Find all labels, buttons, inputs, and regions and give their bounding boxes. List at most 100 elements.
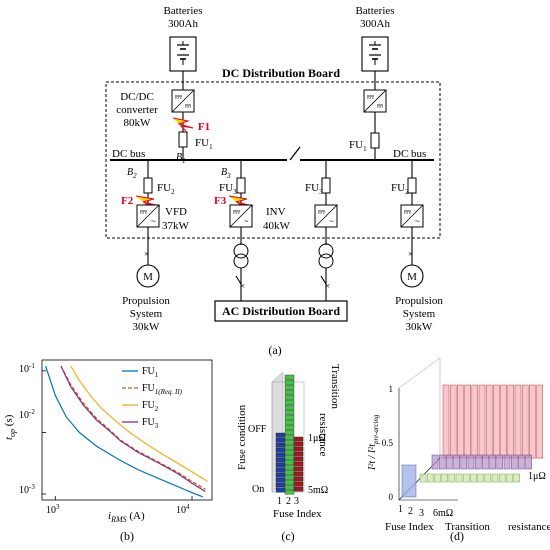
panel-d-bar-back — [529, 384, 536, 459]
vfd-right-box: ~ — [400, 204, 424, 228]
panel-c-res-bottom: 5mΩ — [308, 485, 328, 496]
panel-c-res-top: 1μΩ — [308, 433, 326, 444]
panel-d-bar-back — [507, 384, 515, 459]
chart-b-ytick-1: 10-2 — [19, 408, 35, 421]
panel-c-green-cell — [284, 384, 295, 390]
panel-c-green-cell — [284, 469, 295, 475]
fu1-left-label: FU1 — [195, 137, 213, 151]
caption-c: (c) — [281, 529, 294, 543]
prop-right-line1: Propulsion — [395, 295, 443, 307]
panel-d-bar-front — [426, 473, 434, 483]
prop-right-line3: 30kW — [406, 321, 434, 333]
motor-right-label: M — [407, 271, 417, 283]
panel-d-bar-front — [477, 473, 484, 483]
svg-text:~: ~ — [415, 217, 420, 226]
svg-text:~: ~ — [329, 217, 334, 226]
panel-c-blue-cell — [275, 432, 286, 438]
panel-d-bar-blue — [401, 464, 417, 498]
panel-c-blue-cell — [275, 462, 286, 468]
panel-d-bar-front — [434, 473, 441, 483]
panel-c-red-cell — [293, 456, 304, 462]
fu3-left-label: FU3 — [219, 182, 237, 196]
vfd-power: 37kW — [162, 220, 190, 232]
inv-box: ~ — [229, 204, 253, 228]
panel-c-red-cell — [293, 481, 304, 487]
panel-c-column-3 — [293, 436, 304, 492]
panel-c-green-cell — [284, 439, 295, 445]
chart-b-xlabel: iRMS (A) — [108, 510, 145, 524]
chart-b-series-line-1 — [45, 365, 204, 498]
panel-d-bar-front — [491, 473, 499, 483]
panel-b-chart: 10-1 10-2 10-3 103 104 top (s) iRMS (A) … — [3, 359, 213, 543]
panel-c-green-cell — [284, 444, 295, 450]
ac-board-title: AC Distribution Board — [222, 304, 340, 318]
ac-board-box — [214, 300, 348, 322]
b1-label: B1 — [176, 152, 186, 165]
panel-d-bar-front — [470, 473, 477, 483]
panel-a: Batteries 300Ah Batteries 300Ah DC Dist — [105, 5, 443, 357]
panel-d-ytick-0: 0 — [389, 492, 394, 502]
panel-d-bar-back — [471, 384, 479, 459]
breaker-x-left: × — [144, 249, 149, 259]
panel-c-red-cell — [293, 471, 304, 477]
legend-label-fu1: FU1 — [142, 366, 159, 379]
panel-d-bar-front — [455, 473, 463, 483]
panel-c-green-cell — [284, 489, 295, 495]
panel-c-blue-cell — [275, 457, 286, 463]
panel-d-bars — [401, 384, 543, 498]
panel-c-index-3: 3 — [294, 496, 299, 507]
panel-d-bar-front — [498, 473, 506, 483]
panel-c-green-cell — [284, 459, 295, 465]
panel-d-bar-mid — [510, 454, 518, 470]
panel-d-ylabel: I²t / I²tpre-arcing — [367, 414, 380, 471]
panel-c-green-cell — [284, 409, 295, 415]
prop-left-line2: System — [130, 308, 163, 320]
chart-b-series-line-3 — [70, 365, 208, 483]
fu2-left-label: FU2 — [157, 182, 175, 196]
panel-d-bar-front — [441, 473, 448, 483]
panel-c-green-cell — [284, 484, 295, 490]
battery-right-label: Batteries — [355, 5, 394, 17]
panel-c: Fuse condition OFF On 1 2 3 Fuse Index 1… — [236, 364, 341, 543]
vfd-name: VFD — [165, 206, 187, 218]
legend-label-fu1-req2: FU1(Req. II) — [142, 383, 183, 396]
panel-c-red-cell — [293, 451, 304, 457]
battery-right-capacity: 300Ah — [360, 18, 390, 30]
panel-d-bar-mid — [518, 454, 525, 470]
battery-left-capacity: 300Ah — [168, 18, 198, 30]
panel-c-side-label-2: resistance — [317, 413, 329, 456]
panel-c-red-cell — [293, 486, 304, 492]
panel-d-bar-mid — [496, 454, 504, 470]
panel-c-column-2 — [284, 374, 295, 495]
panel-d-bar-back — [536, 384, 543, 459]
caption-a: (a) — [268, 343, 281, 357]
fuse-fu1-left — [178, 131, 188, 148]
dc-bus-left-label: DC bus — [112, 148, 145, 160]
panel-c-green-cell — [284, 394, 295, 400]
prop-right-line2: System — [403, 308, 436, 320]
converter-label-1: DC/DC — [120, 91, 154, 103]
panel-c-green-cell — [284, 424, 295, 430]
panel-c-green-cell — [284, 434, 295, 440]
chart-b-legend: FU1 FU1(Req. II) FU2 FU3 — [122, 366, 183, 430]
breaker-x-right: × — [408, 249, 413, 259]
transformer-left-icon — [233, 243, 249, 269]
panel-c-blue-cell — [275, 482, 286, 488]
panel-c-red-cell — [293, 476, 304, 482]
panel-d-res-top: 1μΩ — [528, 471, 546, 482]
panel-d-bar-front — [462, 473, 470, 483]
panel-d-bar-front — [448, 473, 456, 483]
chart-b-series-group — [42, 365, 208, 500]
panel-c-green-cell — [284, 454, 295, 460]
panel-d-bar-mid — [453, 454, 460, 470]
inv-name: INV — [266, 206, 286, 218]
legend-label-fu2: FU2 — [142, 400, 159, 413]
panel-d-bar-back — [478, 384, 486, 459]
legend-label-fu3: FU3 — [142, 417, 159, 430]
battery-right-icon — [361, 36, 389, 72]
fuse-fu2-right — [407, 177, 417, 194]
dcdc-converter-right — [363, 89, 387, 113]
panel-c-green-cell — [284, 399, 295, 405]
panel-c-green-cell — [284, 404, 295, 410]
fuse-fu3-left — [236, 177, 246, 194]
